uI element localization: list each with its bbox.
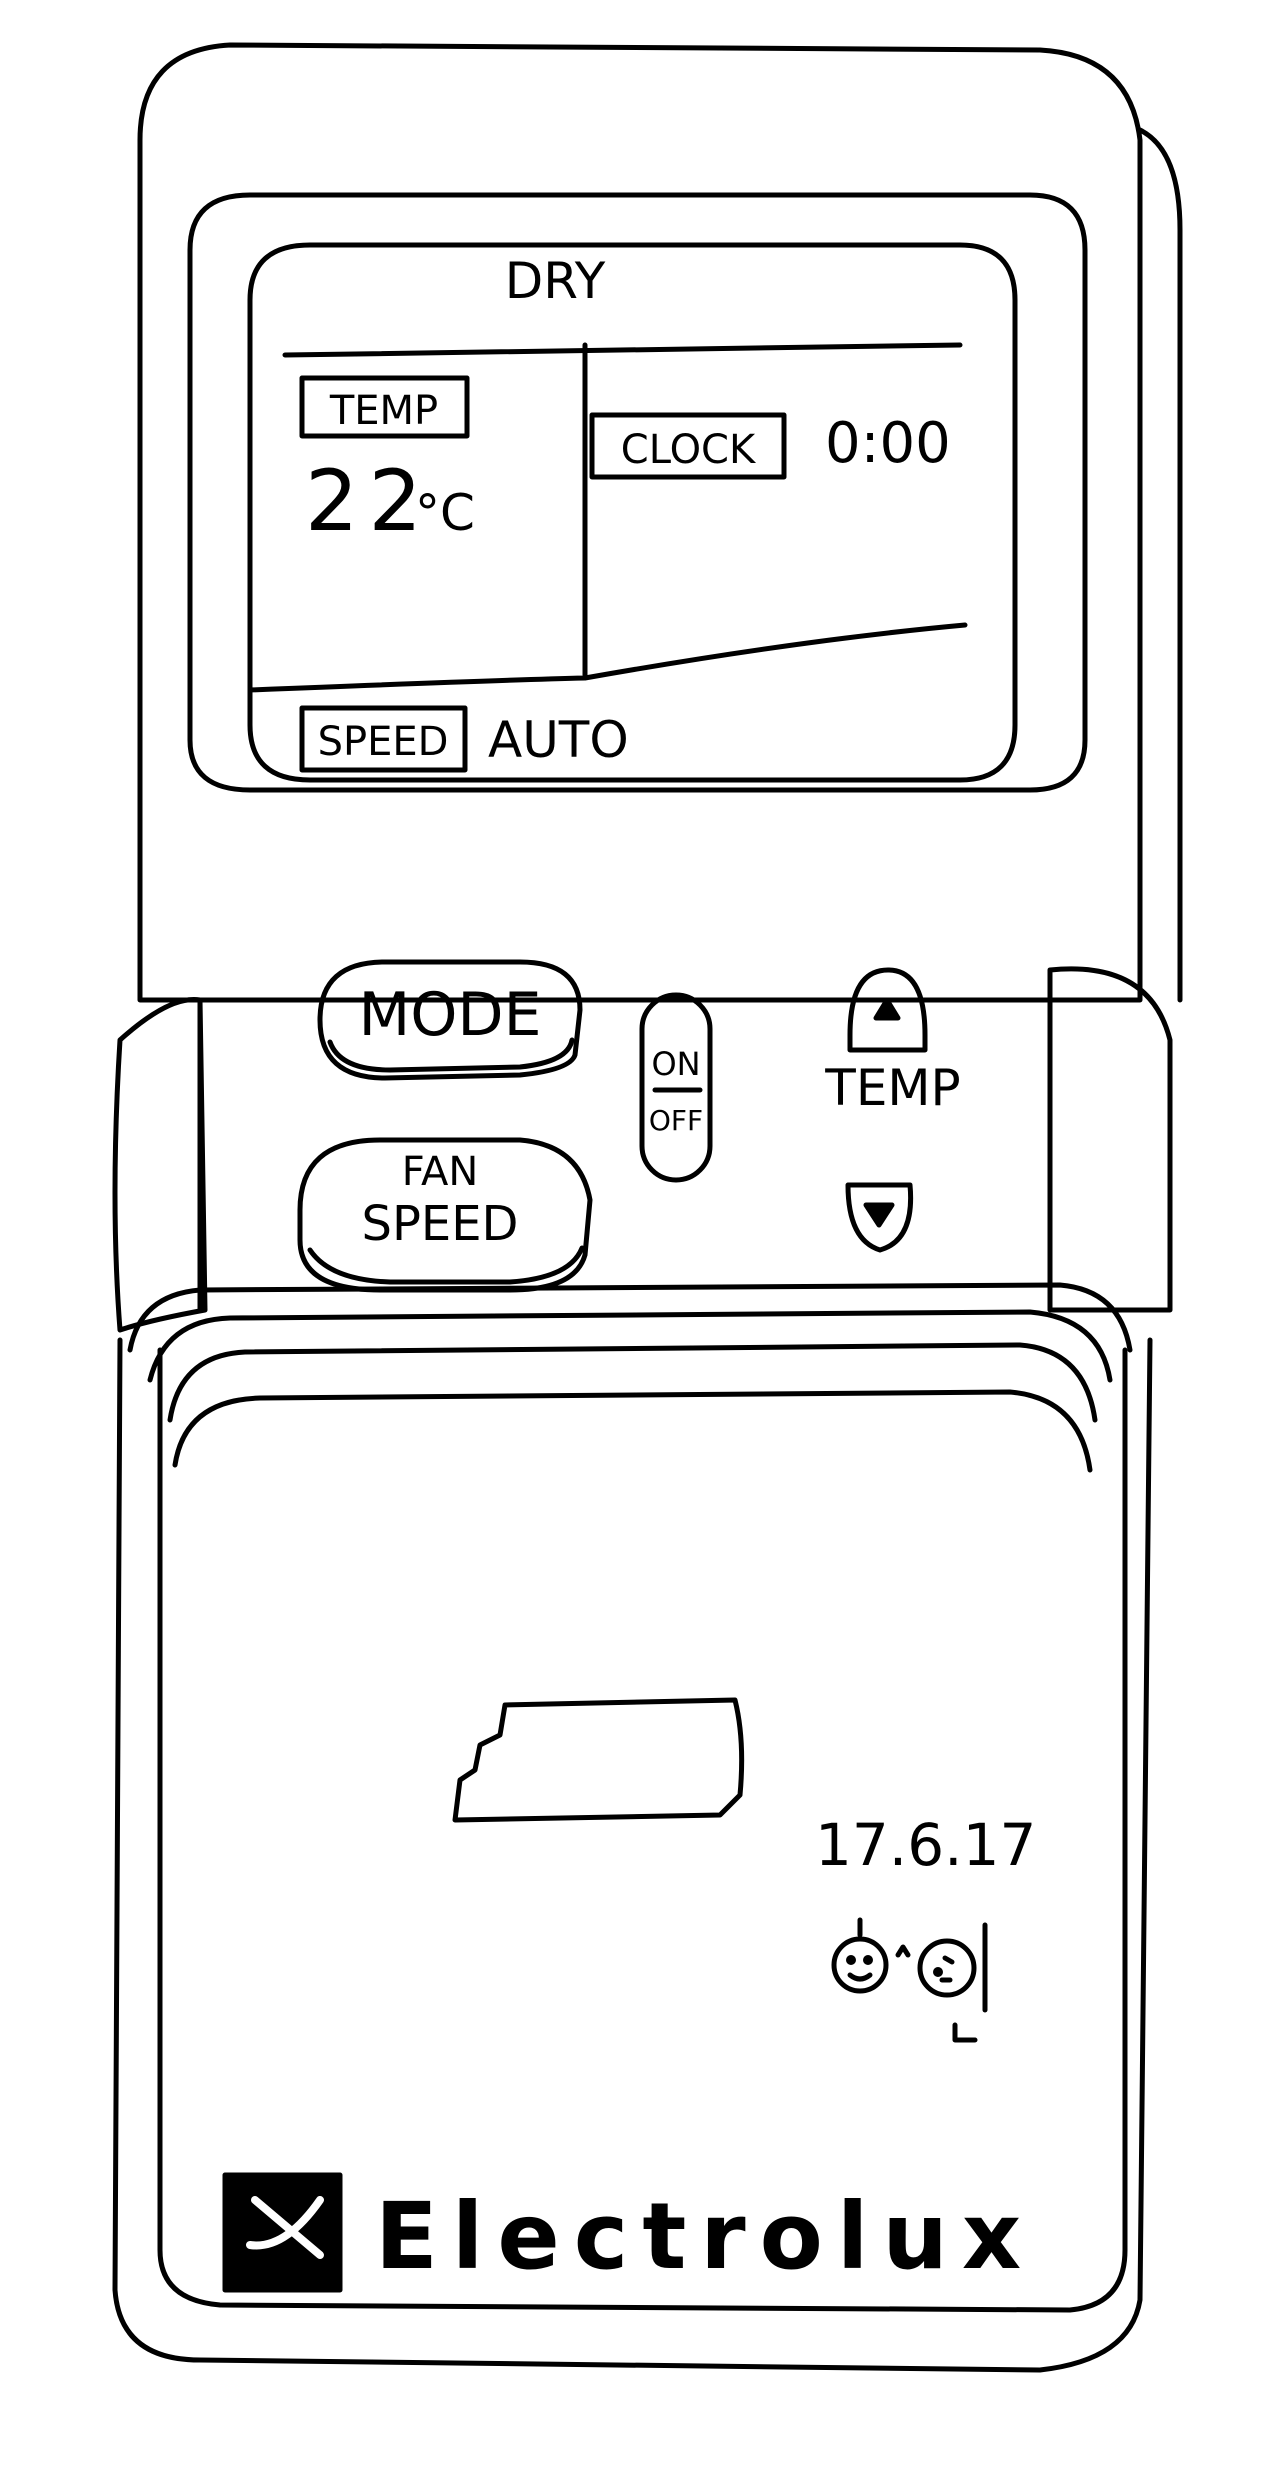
triangle-down-icon xyxy=(863,1202,895,1228)
triangle-up-icon xyxy=(873,997,901,1021)
handwritten-annotations: 17.6.17 xyxy=(815,1811,1036,2043)
remote-lower-body xyxy=(112,1282,1153,2373)
doodle-faces xyxy=(831,1917,988,2043)
mode-indicator: DRY xyxy=(505,252,606,310)
speed-label: SPEED xyxy=(318,719,449,765)
on-label: ON xyxy=(651,1045,700,1083)
fan-speed-label-line1: FAN xyxy=(402,1149,479,1195)
off-label: OFF xyxy=(649,1104,703,1137)
date-annotation: 17.6.17 xyxy=(815,1811,1036,1879)
temp-value: 22 xyxy=(305,452,432,550)
on-off-button[interactable]: ON OFF xyxy=(639,992,713,1183)
clock-label: CLOCK xyxy=(621,427,757,473)
cover-sticker xyxy=(452,1697,745,1823)
temp-button-label: TEMP xyxy=(824,1059,960,1117)
lcd-screen: DRY TEMP 22 °C CLOCK 0:00 SPEED AUTO xyxy=(247,242,1018,783)
mode-button[interactable]: MODE xyxy=(317,959,583,1081)
button-panel: MODE FAN SPEED ON OFF TEMP xyxy=(297,959,961,1293)
remote-upper-body xyxy=(137,42,1183,1003)
temp-down-button[interactable] xyxy=(845,1182,914,1253)
side-grips xyxy=(112,966,1173,1333)
clock-value: 0:00 xyxy=(825,411,951,476)
temp-unit: °C xyxy=(415,484,475,542)
fan-speed-button[interactable]: FAN SPEED xyxy=(297,1137,593,1293)
temp-up-button[interactable] xyxy=(847,967,928,1053)
temp-label: TEMP xyxy=(329,388,438,434)
speed-value: AUTO xyxy=(488,711,629,769)
brand-area: Electrolux xyxy=(222,2172,1035,2293)
speed-label-box xyxy=(299,705,468,773)
fan-speed-label-line2: SPEED xyxy=(361,1196,518,1252)
electrolux-logo-icon xyxy=(222,2172,343,2293)
mode-button-label: MODE xyxy=(358,980,541,1050)
brand-name: Electrolux xyxy=(375,2183,1035,2290)
clock-label-box xyxy=(589,412,787,480)
temp-label-box xyxy=(299,375,470,439)
